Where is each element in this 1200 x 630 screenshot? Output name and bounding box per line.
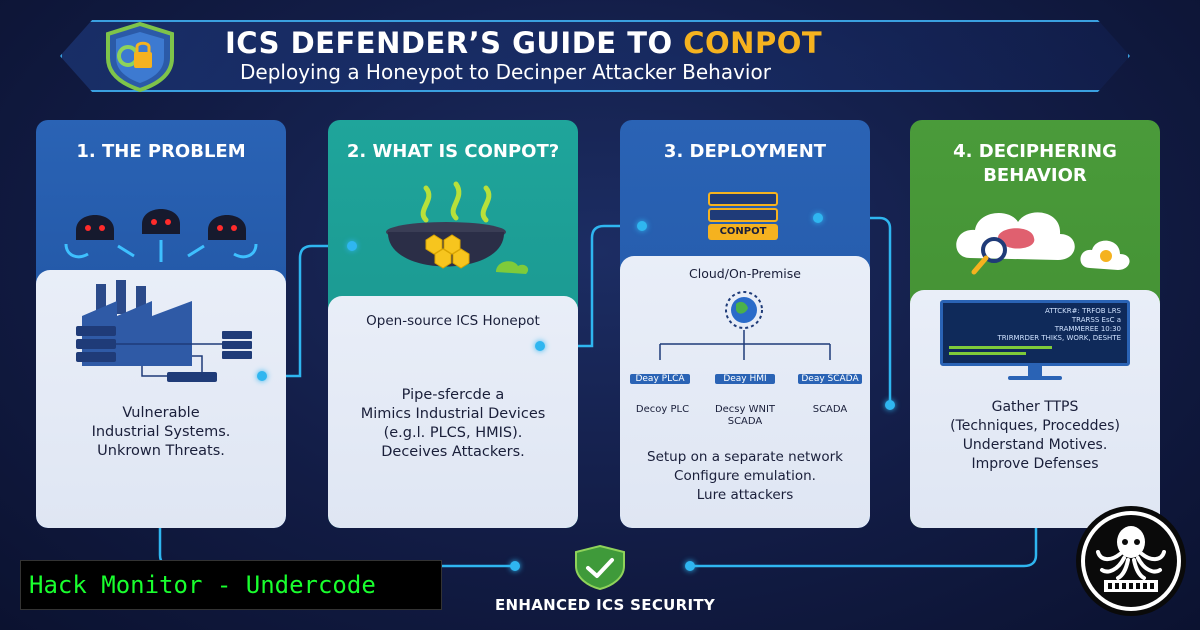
card-the-problem: 1. THE PROBLEM [36, 120, 286, 528]
decoy-chip-plc: Deay PLCA [630, 374, 690, 384]
octopus-badge-icon [1076, 506, 1186, 616]
card-panel: Open-source ICS Honepot Pipe-sfercde a M… [328, 296, 578, 528]
card-heading: 3. DEPLOYMENT [663, 141, 827, 162]
connector-dot [685, 561, 695, 571]
decoy-label-scada: SCADA [812, 404, 848, 415]
brain-analysis-icon [956, 212, 1130, 275]
connector-dot [885, 400, 895, 410]
decoy-chip-hmi: Deay HMI [715, 374, 775, 384]
connector-dot [347, 241, 357, 251]
card-panel: Vulnerable Industrial Systems. Unkrown T… [36, 270, 286, 528]
connector-dot [813, 213, 823, 223]
card-what-is-conpot: 2. WHAT IS CONPOT? Open-source ICS Honep… [328, 120, 578, 528]
connector-dot [535, 341, 545, 351]
card-panel: ATTCKR#: TRFOB LRS TRARSS EsC a TRAMMERE… [910, 290, 1160, 528]
shield-lock-icon [106, 22, 174, 92]
location-label: Cloud/On-Premise [689, 266, 801, 281]
connector-dot [257, 371, 267, 381]
card-body: Vulnerable Industrial Systems. Unkrown T… [91, 405, 231, 459]
footer-label: ENHANCED ICS SECURITY [494, 596, 716, 614]
decoy-label-plc: Decoy PLC [635, 404, 690, 415]
hacker-icon [64, 209, 258, 262]
card-panel: Cloud/On-Premise Deay PLCA Deay HMI Deay… [620, 256, 870, 528]
card-body: Setup on a separate network Configure em… [647, 449, 843, 503]
connector-dot [637, 221, 647, 231]
card-deciphering-behavior: 4. DECIPHERING BEHAVIOR ATTCKR#: TRFOB L… [910, 120, 1160, 528]
server-label: CONPOT [708, 224, 778, 240]
card-heading: 4. DECIPHERING BEHAVIOR [953, 141, 1117, 186]
card-body: Gather TTPS (Techniques, Proceddes) Unde… [950, 399, 1120, 472]
server-icon: CONPOT [708, 192, 778, 244]
decoy-chip-scada: Deay SCADA [798, 374, 862, 384]
page-title: ICS DEFENDER’S GUIDE TO CONPOT [225, 26, 823, 60]
card-tagline: Open-source ICS Honepot [366, 313, 540, 329]
factory-icon [76, 280, 252, 382]
security-shield-icon [575, 544, 625, 590]
network-diagram [659, 291, 831, 360]
cauldron-icon [386, 181, 529, 274]
decoy-label-hmi: Decsy WNIT SCADA [714, 404, 776, 427]
card-body: Pipe-sfercde a Mimics Industrial Devices… [360, 387, 546, 460]
monitor-base [1008, 376, 1062, 380]
watermark-banner: Hack Monitor - Undercode [20, 560, 442, 610]
title-banner [60, 20, 1130, 92]
terminal-screen: ATTCKR#: TRFOB LRS TRARSS EsC a TRAMMERE… [940, 300, 1130, 366]
monitor-stand [1028, 366, 1042, 376]
card-heading: 1. THE PROBLEM [76, 141, 246, 162]
connector-dot [510, 561, 520, 571]
card-deployment: 3. DEPLOYMENT CONPOT Cloud/On-Premise De… [620, 120, 870, 528]
page-subtitle: Deploying a Honeypot to Decinper Attacke… [240, 60, 771, 84]
card-heading: 2. WHAT IS CONPOT? [346, 141, 560, 162]
